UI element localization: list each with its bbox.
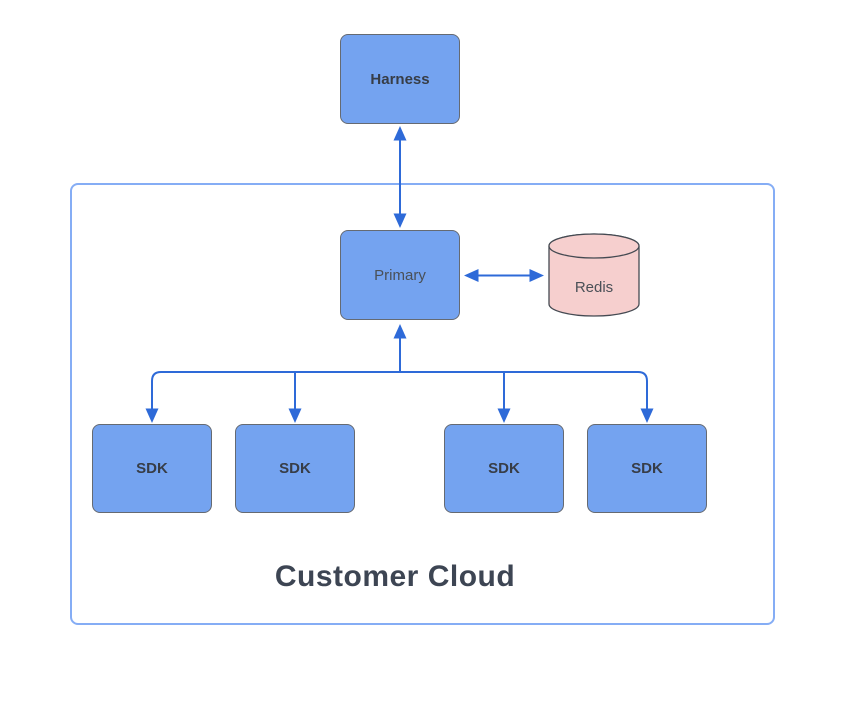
- node-sdk-4-label: SDK: [631, 460, 663, 477]
- node-redis-label: Redis: [574, 278, 614, 296]
- connector-primary-redis: [464, 269, 544, 282]
- node-redis: Redis: [548, 232, 640, 318]
- node-primary: Primary: [340, 230, 460, 320]
- node-sdk-1: SDK: [92, 424, 212, 513]
- node-primary-label: Primary: [374, 266, 426, 284]
- connector-primary-sdks: [145, 324, 654, 423]
- node-sdk-3-label: SDK: [488, 460, 520, 477]
- node-sdk-1-label: SDK: [136, 460, 168, 477]
- node-sdk-2-label: SDK: [279, 460, 311, 477]
- node-sdk-3: SDK: [444, 424, 564, 513]
- database-cylinder-icon: [548, 233, 640, 317]
- node-harness: Harness: [340, 34, 460, 124]
- customer-cloud-container: [70, 183, 775, 625]
- node-harness-label: Harness: [370, 70, 430, 88]
- customer-cloud-label: Customer Cloud: [274, 560, 516, 593]
- node-sdk-2: SDK: [235, 424, 355, 513]
- connector-harness-primary: [393, 126, 407, 228]
- node-sdk-4: SDK: [587, 424, 707, 513]
